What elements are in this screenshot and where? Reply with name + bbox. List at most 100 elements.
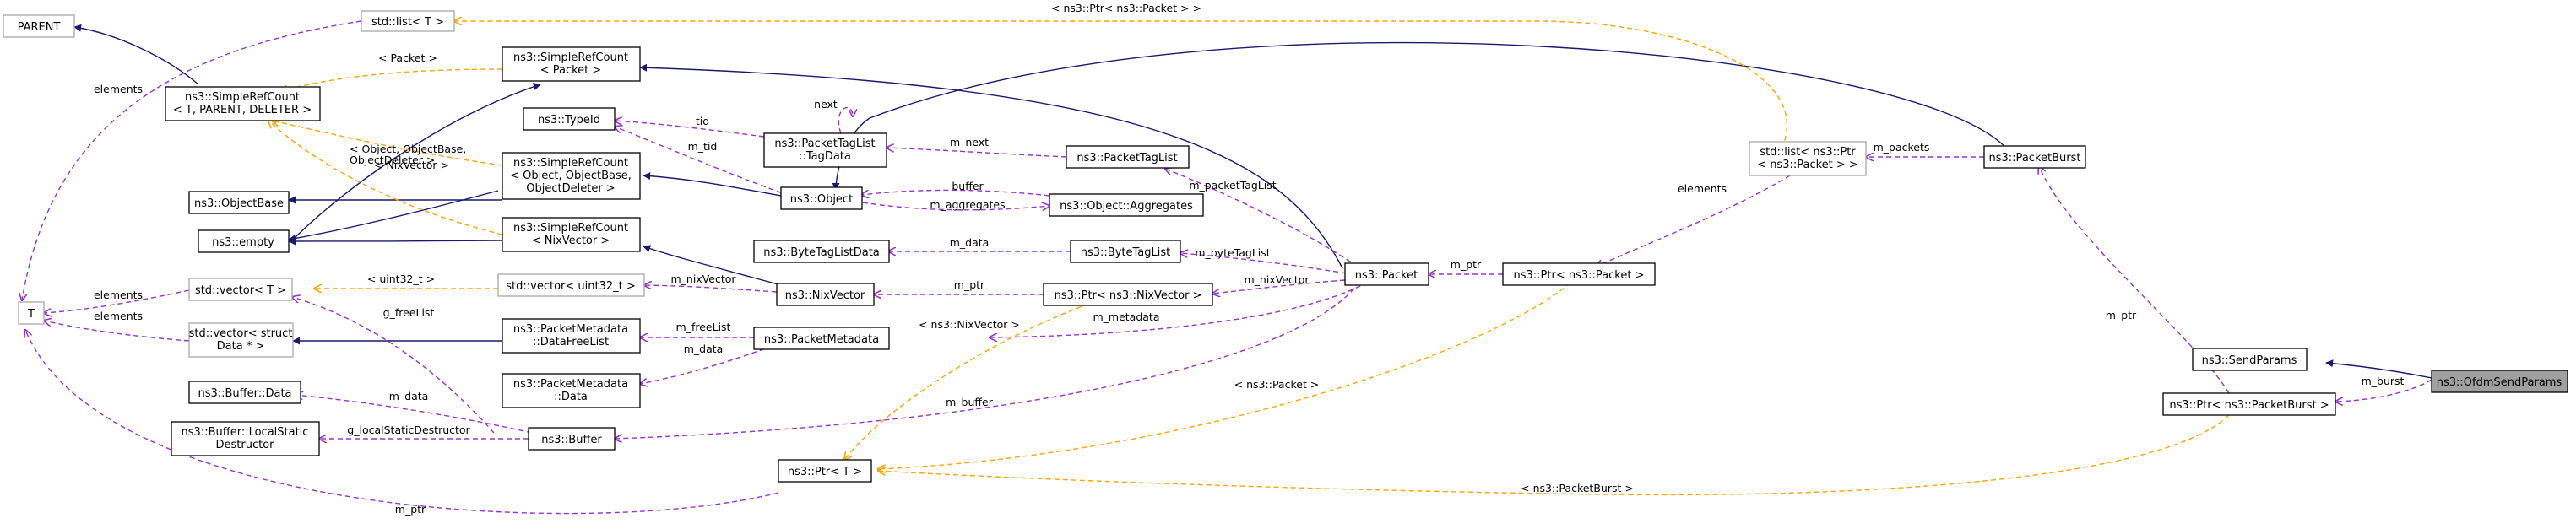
svg-text:ns3::ObjectBase: ns3::ObjectBase (194, 197, 284, 210)
svg-text:ns3::PacketBurst: ns3::PacketBurst (1989, 152, 2081, 165)
svg-text:ns3::Ptr< ns3::PacketBurst >: ns3::Ptr< ns3::PacketBurst > (2169, 399, 2329, 412)
node-nixvector[interactable]: ns3::NixVector (776, 283, 875, 306)
node-bytetaglist[interactable]: ns3::ByteTagList (1070, 240, 1181, 263)
text-line: ns3::SimpleRefCount (513, 51, 628, 64)
node-buffer-data[interactable]: ns3::Buffer::Data (188, 381, 301, 404)
label-edge-srcgeneric-srcobject: < Object, ObjectBase,ObjectDeleter > (350, 143, 466, 166)
text-line: ns3::PacketBurst (1989, 152, 2081, 165)
node-buffer[interactable]: ns3::Buffer (528, 427, 616, 451)
svg-text:ns3::Object::Aggregates: ns3::Object::Aggregates (1060, 200, 1193, 213)
node-T[interactable]: T (18, 301, 45, 325)
node-objectbase[interactable]: ns3::ObjectBase (188, 191, 290, 214)
node-packettaglist-tagdata[interactable]: ns3::PacketTagList::TagData (763, 132, 887, 168)
text-line: < Packet > (540, 64, 602, 77)
svg-text:T: T (27, 308, 35, 321)
text-line: Destructor (215, 439, 274, 451)
text-line: std::vector< uint32_t > (506, 280, 636, 293)
nodes: PARENT std::list< T > ns3::SimpleRefCoun… (3, 10, 2568, 483)
node-std-vector-t[interactable]: std::vector< T > (188, 278, 293, 301)
text-line: ns3::SimpleRefCount (513, 157, 628, 170)
edge-vect-buffer (292, 297, 495, 434)
text-line: ns3::Packet (1355, 269, 1418, 282)
svg-text:ns3::PacketMetadata: ns3::PacketMetadata (764, 333, 879, 346)
edge-srcobject-object (643, 172, 782, 197)
svg-text:ns3::PacketMetadata::Data: ns3::PacketMetadata::Data (513, 378, 628, 403)
node-packetmetadata-datafreelist[interactable]: ns3::PacketMetadata::DataFreeList (502, 318, 641, 354)
node-simplerefcount-object[interactable]: ns3::SimpleRefCount< Object, ObjectBase,… (502, 152, 641, 200)
text-line: ns3::PacketMetadata (513, 378, 628, 391)
svg-text:std::vector< uint32_t >: std::vector< uint32_t > (506, 280, 636, 293)
node-ptr-packetburst[interactable]: ns3::Ptr< ns3::PacketBurst > (2162, 392, 2336, 416)
node-packetmetadata[interactable]: ns3::PacketMetadata (753, 327, 890, 350)
label-edge-T-ptr: m_ptr (395, 503, 426, 516)
node-parent[interactable]: PARENT (3, 14, 75, 38)
label-edge-lsd-buffer: g_localStaticDestructor (347, 424, 470, 436)
label-edge-T-stdlist: elements (94, 83, 143, 95)
label-edge-ptl-packet: m_packetTagList (1189, 179, 1276, 192)
svg-text:ns3::SimpleRefCount< Object, O: ns3::SimpleRefCount< Object, ObjectBase,… (510, 157, 632, 195)
svg-text:ns3::Buffer::Data: ns3::Buffer::Data (198, 387, 291, 400)
text-line: std::vector< struct (189, 327, 293, 340)
text-line: ns3::OfdmSendParams (2437, 376, 2562, 389)
edge-ptrburst-ofdm (2335, 379, 2432, 402)
label-edge-tagdata-ptl: m_next (950, 136, 989, 148)
text-line: ::TagData (799, 150, 851, 163)
text-line: ns3::PacketMetadata (764, 333, 879, 346)
label-edge-pmdata-pm: m_data (684, 343, 724, 355)
node-object-aggregates[interactable]: ns3::Object::Aggregates (1049, 193, 1204, 217)
text-line: ns3::SimpleRefCount (185, 91, 300, 104)
edge-pm-packet (990, 281, 1369, 337)
node-simplerefcount-nixvector[interactable]: ns3::SimpleRefCount< NixVector > (502, 217, 641, 252)
label-edge-btld-btl: m_data (950, 236, 990, 249)
node-simplerefcount-generic[interactable]: ns3::SimpleRefCount< T, PARENT, DELETER … (165, 86, 321, 121)
text-line: ns3::ObjectBase (194, 197, 284, 210)
label-edge-ptrnix-packet: m_nixVector (1244, 273, 1310, 286)
svg-text:ns3::Buffer: ns3::Buffer (541, 434, 602, 446)
edge-typeid-tagdata (615, 121, 765, 138)
edge-empty-srcobject (288, 190, 499, 242)
svg-text:ns3::SimpleRefCount< T, PARENT: ns3::SimpleRefCount< T, PARENT, DELETER … (173, 91, 312, 116)
edge-buffer-packet (615, 281, 1360, 439)
label-edge-srcgeneric-srcnix: < NixVector > (374, 159, 449, 171)
svg-text:ns3::PacketMetadata::DataFreeL: ns3::PacketMetadata::DataFreeList (513, 323, 628, 348)
node-std-vector-uint32[interactable]: std::vector< uint32_t > (497, 273, 645, 297)
text-line: ::Data (554, 391, 588, 403)
node-ptr-nixvector[interactable]: ns3::Ptr< ns3::NixVector > (1043, 283, 1213, 306)
edge-srcgeneric-srcobject (272, 121, 503, 166)
text-line: ns3::PacketTagList (1076, 152, 1177, 165)
node-ptr-t[interactable]: ns3::Ptr< T > (778, 459, 872, 483)
node-simplerefcount-packet[interactable]: ns3::SimpleRefCount< Packet > (502, 46, 641, 82)
text-line: < ns3::Packet > > (1757, 159, 1858, 171)
label-edge-pm-packet: m_metadata (1093, 310, 1159, 323)
edge-ptr_t-ptrnix (844, 303, 1090, 460)
node-packetmetadata-data[interactable]: ns3::PacketMetadata::Data (502, 373, 641, 408)
node-ptr-packet[interactable]: ns3::Ptr< ns3::Packet > (1502, 262, 1656, 286)
edge-T-ptr (25, 330, 779, 515)
label-edge-vecu32-nix: m_nixVector (670, 273, 736, 285)
node-std-list-ptr-packet[interactable]: std::list< ns3::Ptr< ns3::Packet > > (1749, 141, 1867, 176)
text-line: ns3::ByteTagList (1081, 246, 1170, 259)
node-std-list-t[interactable]: std::list< T > (361, 10, 455, 32)
node-sendparams[interactable]: ns3::SendParams (2192, 348, 2308, 371)
text-line: ns3::SimpleRefCount (513, 222, 628, 235)
node-empty[interactable]: ns3::empty (198, 229, 290, 253)
node-ofdmsendparams[interactable]: ns3::OfdmSendParams (2431, 370, 2568, 393)
edge-ptl-packet (1165, 169, 1359, 267)
label-edge-dfl-pm: m_freeList (676, 321, 731, 333)
node-packetburst[interactable]: ns3::PacketBurst (1983, 145, 2086, 169)
node-packet[interactable]: ns3::Packet (1344, 262, 1429, 286)
svg-text:ns3::SendParams: ns3::SendParams (2202, 354, 2297, 367)
node-object[interactable]: ns3::Object (780, 186, 863, 210)
node-bytetaglistdata[interactable]: ns3::ByteTagListData (753, 240, 890, 263)
node-typeid[interactable]: ns3::TypeId (523, 107, 616, 131)
edge-labels: < Packet > < Object, ObjectBase,ObjectDe… (94, 2, 2405, 516)
edge-stdlist_t-stdlistptr (454, 21, 1788, 149)
node-packettaglist[interactable]: ns3::PacketTagList (1066, 145, 1190, 169)
svg-text:ns3::OfdmSendParams: ns3::OfdmSendParams (2437, 376, 2562, 389)
svg-text:ns3::Object: ns3::Object (790, 193, 853, 206)
label-edge-ptrburst-ofdm: m_burst (2362, 375, 2405, 387)
